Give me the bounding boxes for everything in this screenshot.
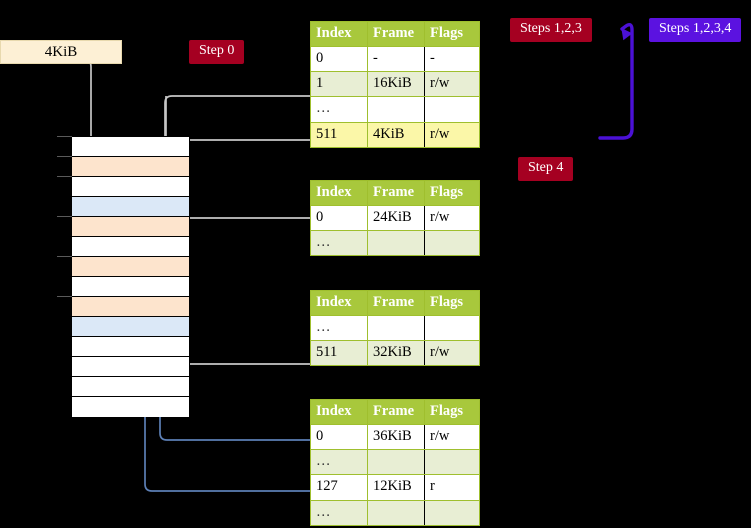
pt-table-header-index: Index [310,398,368,426]
pdpt-table-r1-flags [424,230,480,257]
pml4-table-r2-flags [424,96,480,123]
memory-tick-0 [57,136,72,137]
memory-frame-9 [72,317,189,337]
pml4-table-r2-index: … [310,96,368,123]
pt-table-r3-frame [367,499,425,526]
pdpt-table-r0-frame: 24KiB [367,205,425,232]
pd-table-header-frame: Frame [367,289,425,317]
memory-tick-6 [57,256,72,257]
table-row: … [310,449,480,476]
physical-memory-column [71,136,190,417]
pt-table-r1-frame [367,449,425,476]
pml4-table-r0-frame: - [367,46,425,73]
memory-frame-13 [72,397,189,417]
badge-steps-123: Steps 1,2,3 [511,19,591,41]
memory-frame-7 [72,277,189,297]
pt-table-r3-flags [424,499,480,526]
pd-table-header-index: Index [310,289,368,317]
pdpt-table-header-frame: Frame [367,179,425,207]
badge-step-0: Step 0 [190,41,244,63]
pml4-table-header-frame: Frame [367,20,425,48]
pml4-table-r1-frame: 16KiB [367,71,425,98]
memory-tick-2 [57,176,72,177]
memory-frame-11 [72,357,189,377]
memory-frame-0 [72,137,189,157]
pml4-table-r1-index: 1 [310,71,368,98]
badge-step-0-label: Step 0 [199,43,235,58]
pd-table-r0-index: … [310,315,368,342]
pml4-table-r2-frame [367,96,425,123]
memory-frame-10 [72,337,189,357]
pml4-table-header-index: Index [310,20,368,48]
table-row: 0-- [310,46,480,73]
pt-table-r1-flags [424,449,480,476]
badge-step-4-label: Step 4 [528,160,564,175]
page-size-label: 4KiB [44,43,78,60]
pd-table-r0-frame [367,315,425,342]
pdpt-table-header-flags: Flags [424,179,480,207]
pt-table-header-flags: Flags [424,398,480,426]
memory-frame-1 [72,157,189,177]
table-row: … [310,315,480,342]
pt-table-r0-index: 0 [310,424,368,451]
pd-table-r0-flags [424,315,480,342]
pdpt-table-r0-flags: r/w [424,205,480,232]
memory-tick-1 [57,156,72,157]
memory-frame-3 [72,197,189,217]
memory-frame-2 [72,177,189,197]
pt-table-r3-index: … [310,499,368,526]
pml4-table-r0-index: 0 [310,46,368,73]
pd-table-r1-frame: 32KiB [367,340,425,367]
pd-table-header-flags: Flags [424,289,480,317]
pt-table-r2-index: 127 [310,474,368,501]
badge-steps-123-label: Steps 1,2,3 [520,21,582,36]
memory-tick-8 [57,296,72,297]
memory-frame-6 [72,257,189,277]
memory-frame-4 [72,217,189,237]
pml4-table-r3-index: 511 [310,121,368,148]
table-row: … [310,96,480,123]
pt-table-r2-flags: r [424,474,480,501]
pml4-table-r3-frame: 4KiB [367,121,425,148]
badge-steps-1234: Steps 1,2,3,4 [650,19,741,41]
pdpt-table-r1-frame [367,230,425,257]
pt-table-r1-index: … [310,449,368,476]
pdpt-table-header-index: Index [310,179,368,207]
pdpt-table-r0-index: 0 [310,205,368,232]
badge-steps-1234-label: Steps 1,2,3,4 [659,21,732,36]
badge-step-4: Step 4 [519,158,573,180]
pml4-table-r3-flags: r/w [424,121,480,148]
pd-table-r1-flags: r/w [424,340,480,367]
pdpt-table-r1-index: … [310,230,368,257]
pt-table-r0-flags: r/w [424,424,480,451]
pml4-table-r1-flags: r/w [424,71,480,98]
memory-tick-4 [57,216,72,217]
pd-table-r1-index: 511 [310,340,368,367]
pt-table-r2-frame: 12KiB [367,474,425,501]
pt-table-header-frame: Frame [367,398,425,426]
table-row: … [310,230,480,257]
memory-frame-12 [72,377,189,397]
memory-frame-5 [72,237,189,257]
pml4-table-header-flags: Flags [424,20,480,48]
pt-table-r0-frame: 36KiB [367,424,425,451]
memory-frame-8 [72,297,189,317]
page-size-box: 4KiB [0,40,122,64]
table-row: … [310,499,480,526]
pml4-table-r0-flags: - [424,46,480,73]
